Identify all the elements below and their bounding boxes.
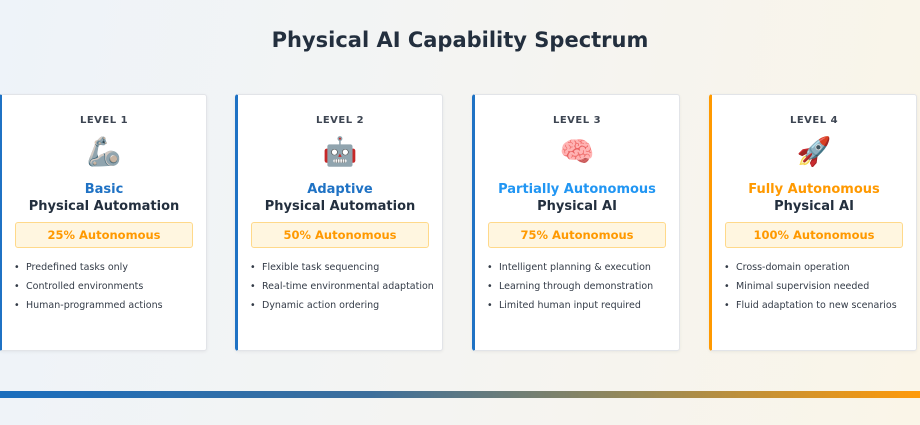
feature-list: Intelligent planning & executionLearning… [475,262,679,311]
autonomy-badge: 100% Autonomous [725,222,903,248]
autonomy-badge: 25% Autonomous [15,222,193,248]
feature-item: Controlled environments [14,281,206,292]
autonomy-badge: 75% Autonomous [488,222,666,248]
feature-item: Cross-domain operation [724,262,916,273]
feature-item: Limited human input required [487,300,679,311]
feature-item: Real-time environmental adaptation [250,281,442,292]
feature-item: Minimal supervision needed [724,281,916,292]
page-title: Physical AI Capability Spectrum [271,28,649,52]
spectrum-gradient-bar [0,391,920,398]
card-subheading: Physical AI [774,199,854,214]
feature-item: Fluid adaptation to new scenarios [724,300,916,311]
level-card-2: LEVEL 2 🤖 Adaptive Physical Automation 5… [235,94,443,351]
card-heading: Adaptive [307,182,373,197]
card-heading: Basic [84,182,124,197]
feature-item: Predefined tasks only [14,262,206,273]
feature-list: Cross-domain operationMinimal supervisio… [712,262,916,311]
feature-item: Flexible task sequencing [250,262,442,273]
feature-item: Learning through demonstration [487,281,679,292]
card-heading: Fully Autonomous [748,182,880,197]
card-subheading: Physical Automation [28,199,180,214]
card-subheading: Physical AI [537,199,617,214]
robot-icon: 🤖 [322,135,358,168]
level-label: LEVEL 1 [79,115,129,126]
mechanical-arm-icon: 🦾 [86,135,122,168]
level-label: LEVEL 2 [315,115,365,126]
feature-list: Flexible task sequencingReal-time enviro… [238,262,442,311]
card-subheading: Physical Automation [264,199,416,214]
level-label: LEVEL 3 [552,115,602,126]
level-card-4: LEVEL 4 🚀 Fully Autonomous Physical AI 1… [709,94,917,351]
feature-list: Predefined tasks onlyControlled environm… [2,262,206,311]
card-heading: Partially Autonomous [498,182,656,197]
level-card-1: LEVEL 1 🦾 Basic Physical Automation 25% … [0,94,207,351]
brain-icon: 🧠 [559,135,595,168]
autonomy-badge: 50% Autonomous [251,222,429,248]
feature-item: Intelligent planning & execution [487,262,679,273]
feature-item: Human-programmed actions [14,300,206,311]
feature-item: Dynamic action ordering [250,300,442,311]
level-card-3: LEVEL 3 🧠 Partially Autonomous Physical … [472,94,680,351]
level-label: LEVEL 4 [789,115,839,126]
rocket-icon: 🚀 [796,135,832,168]
